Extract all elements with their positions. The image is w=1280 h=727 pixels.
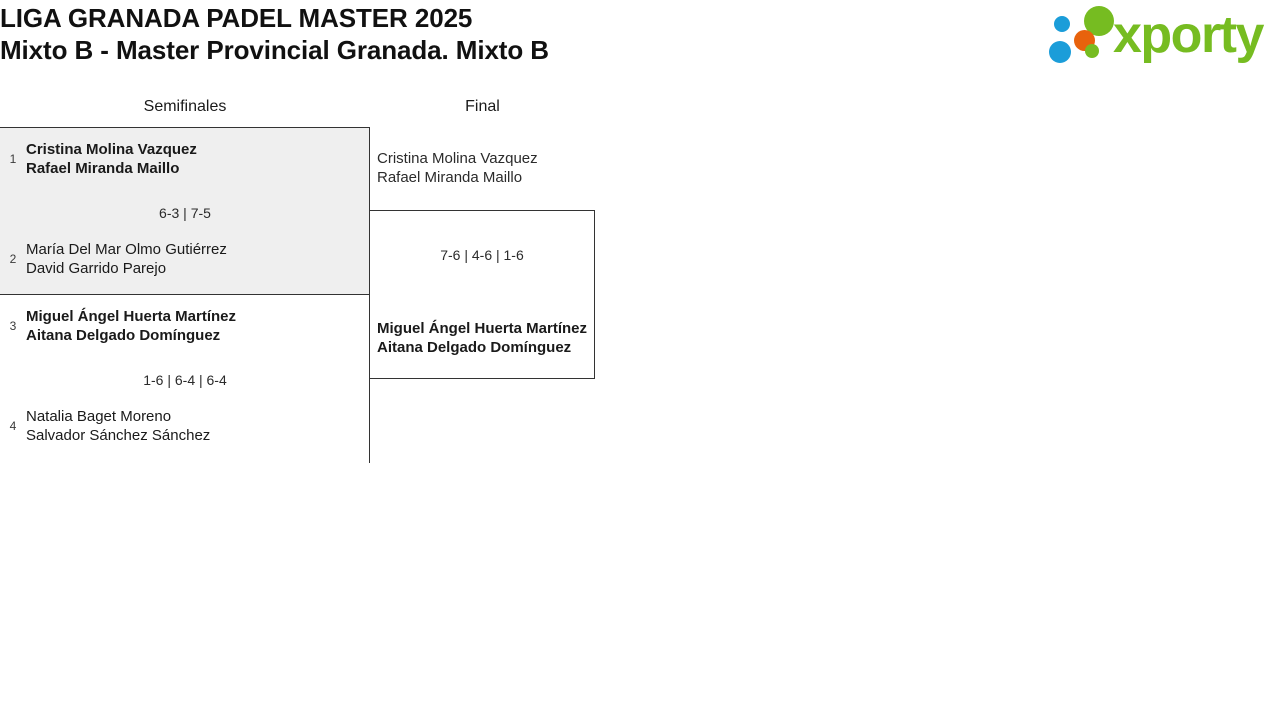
page-header: LIGA GRANADA PADEL MASTER 2025 Mixto B -…	[0, 0, 1280, 88]
team-names: María Del Mar Olmo Gutiérrez David Garri…	[26, 240, 370, 278]
player-name: Cristina Molina Vazquez	[26, 141, 197, 158]
match-card-semifinal-2[interactable]: 3 Miguel Ángel Huerta Martínez Aitana De…	[0, 295, 369, 463]
seed-number: 1	[9, 152, 17, 166]
seed-number: 2	[9, 252, 17, 266]
final-column: Cristina Molina Vazquez Rafael Miranda M…	[370, 127, 595, 463]
seed-number: 3	[9, 319, 17, 333]
tournament-name: LIGA GRANADA PADEL MASTER 2025	[0, 3, 473, 33]
semifinals-column: 1 Cristina Molina Vazquez Rafael Miranda…	[0, 127, 370, 463]
final-team-names-bottom[interactable]: Miguel Ángel Huerta Martínez Aitana Delg…	[377, 319, 594, 357]
player-name: María Del Mar Olmo Gutiérrez	[26, 241, 227, 258]
match-score: 1-6 | 6-4 | 6-4	[143, 372, 227, 388]
seed-number: 4	[9, 419, 17, 433]
tournament-title: LIGA GRANADA PADEL MASTER 2025 Mixto B -…	[0, 2, 549, 66]
team-row[interactable]: 4 Natalia Baget Moreno Salvador Sánchez …	[0, 407, 370, 445]
logo-dots-icon	[1047, 4, 1119, 66]
player-name: Miguel Ángel Huerta Martínez	[26, 308, 237, 325]
logo-wordmark: xporty	[1113, 6, 1264, 64]
player-name: Miguel Ángel Huerta Martínez	[377, 320, 588, 337]
match-score: 7-6 | 4-6 | 1-6	[440, 247, 524, 263]
logo-dot-blue-top-icon	[1054, 16, 1070, 32]
team-names: Miguel Ángel Huerta Martínez Aitana Delg…	[26, 307, 370, 345]
match-card-semifinal-1[interactable]: 1 Cristina Molina Vazquez Rafael Miranda…	[0, 128, 369, 295]
logo-dot-green-small-icon	[1085, 44, 1099, 58]
team-names: Natalia Baget Moreno Salvador Sánchez Sá…	[26, 407, 370, 445]
player-name: David Garrido Parejo	[26, 260, 167, 277]
player-name: Cristina Molina Vazquez	[377, 150, 538, 167]
round-header-semifinales: Semifinales	[143, 98, 227, 115]
player-name: Rafael Miranda Maillo	[26, 160, 180, 177]
match-score: 6-3 | 7-5	[159, 205, 211, 221]
player-name: Aitana Delgado Domínguez	[377, 339, 572, 356]
match-card-final[interactable]: 7-6 | 4-6 | 1-6 Miguel Ángel Huerta Mart…	[370, 210, 595, 379]
round-header-final: Final	[465, 98, 500, 115]
team-row[interactable]: 1 Cristina Molina Vazquez Rafael Miranda…	[0, 140, 370, 178]
team-row[interactable]: 2 María Del Mar Olmo Gutiérrez David Gar…	[0, 240, 370, 278]
team-row[interactable]: 3 Miguel Ángel Huerta Martínez Aitana De…	[0, 307, 370, 345]
team-names: Cristina Molina Vazquez Rafael Miranda M…	[26, 140, 370, 178]
logo-dot-blue-bottom-icon	[1049, 41, 1071, 63]
player-name: Aitana Delgado Domínguez	[26, 327, 221, 344]
final-team-names-top[interactable]: Cristina Molina Vazquez Rafael Miranda M…	[377, 149, 595, 187]
xporty-logo[interactable]: xporty	[1047, 4, 1275, 66]
player-name: Salvador Sánchez Sánchez	[26, 427, 211, 444]
player-name: Natalia Baget Moreno	[26, 408, 172, 425]
player-name: Rafael Miranda Maillo	[377, 169, 523, 186]
tournament-category: Mixto B - Master Provincial Granada. Mix…	[0, 35, 549, 65]
